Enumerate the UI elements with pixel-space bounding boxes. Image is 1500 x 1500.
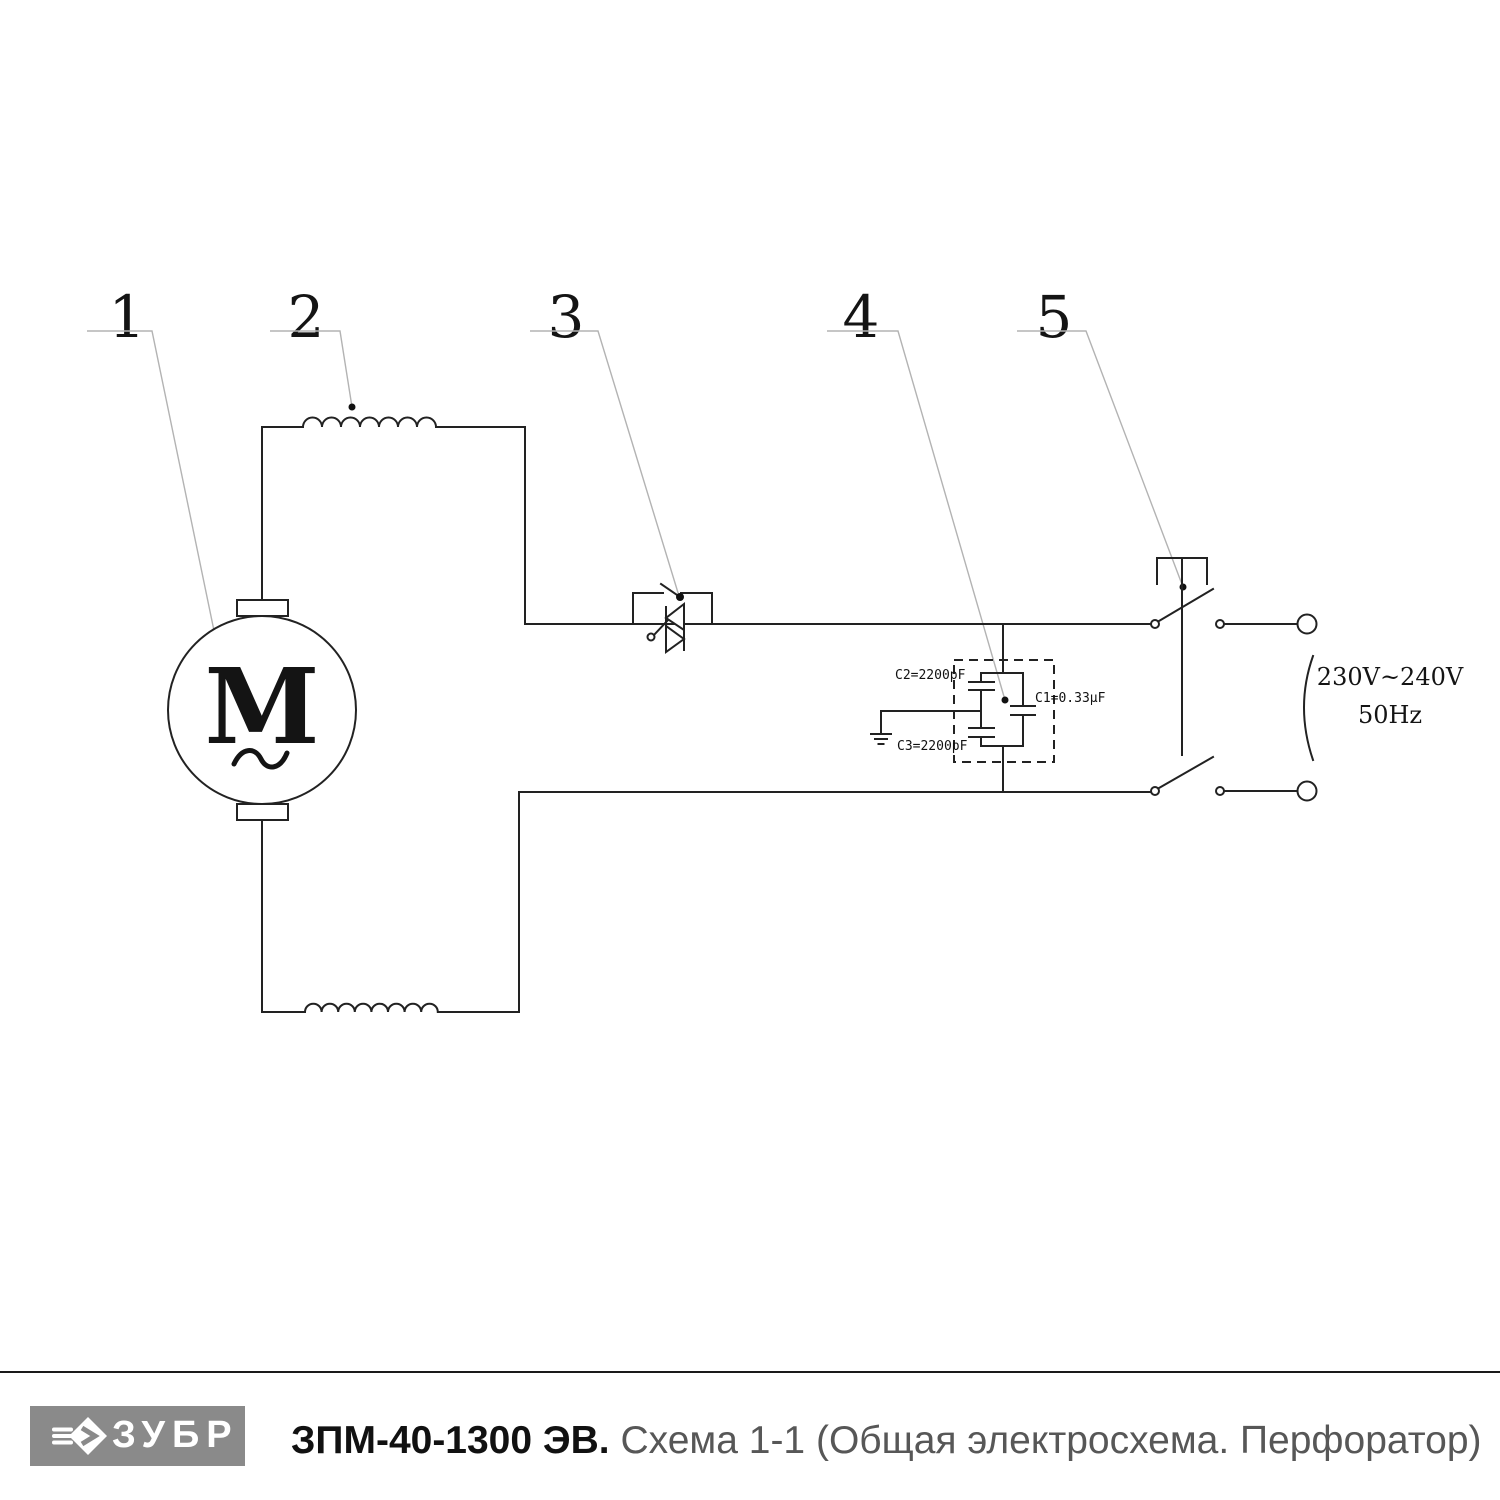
capacitor-network: C2=2200pF C1=0.33µF C3=2200pF (870, 623, 1106, 793)
callout-5: 5 (1017, 283, 1187, 591)
callout-1-number: 1 (109, 283, 146, 351)
triac (646, 601, 686, 654)
model-name: ЗПМ-40-1300 ЭВ. (291, 1419, 610, 1462)
voltage-label: 230V~240V (1317, 663, 1464, 691)
callout-5-number: 5 (1036, 283, 1073, 351)
brand-logo: ЗУБР (30, 1406, 245, 1466)
c3-label: C3=2200pF (897, 739, 968, 754)
c1-plates (1010, 705, 1036, 716)
callout-3-leader (530, 330, 680, 597)
motor-brush-bottom (236, 803, 289, 821)
c2-label: C2=2200pF (895, 668, 966, 683)
motor-letter: M (204, 645, 319, 768)
bypass-switch (632, 582, 713, 625)
switch-contact-bottom-right (1215, 786, 1225, 796)
callout-1-leader (87, 330, 219, 651)
callout-4-number: 4 (843, 283, 880, 351)
bypass-right-edge (680, 592, 713, 625)
callout-2-number: 2 (288, 283, 325, 351)
triac-gate-contact (646, 632, 656, 642)
coil-top-wire (261, 416, 526, 625)
switch-contact-bottom-left (1150, 786, 1160, 796)
triac-triangle-upper (664, 601, 685, 632)
circuit-diagram: 1 2 3 4 5 M (87, 283, 1464, 1013)
triac-gate-lead (651, 618, 670, 638)
footer-divider (0, 1371, 1500, 1373)
callout-5-leader (1017, 330, 1184, 588)
callout-1: 1 (87, 283, 222, 654)
caption: ЗПМ-40-1300 ЭВ. Схема 1-1 (Общая электро… (291, 1419, 1482, 1463)
earth-ground-icon (870, 733, 892, 745)
callout-3-dot (676, 593, 684, 601)
switch-blade-top (1157, 587, 1215, 623)
triac-triangle-lower (665, 624, 686, 654)
callout-2-leader (270, 330, 353, 408)
switch-contact-top-left (1150, 619, 1160, 629)
zubr-arrow-icon (52, 1417, 107, 1455)
schema-description: Схема 1-1 (Общая электросхема. Перфорато… (620, 1419, 1482, 1462)
callout-2: 2 (270, 283, 356, 411)
power-switch (1150, 557, 1298, 796)
switch-blade-bottom (1157, 755, 1215, 790)
ac-source-brace (1303, 654, 1315, 762)
callout-4-dot (1001, 696, 1009, 704)
callout-2-dot (348, 403, 356, 411)
brand-name: ЗУБР (112, 1413, 239, 1456)
frequency-label: 50Hz (1358, 701, 1422, 729)
callout-4-leader (827, 330, 1006, 701)
coil-bottom-wire (261, 791, 520, 1013)
motor-symbol: M (167, 599, 357, 821)
callout-3: 3 (530, 283, 680, 597)
switch-contact-top-right (1215, 619, 1225, 629)
ground-wire (880, 710, 982, 734)
c1-label: C1=0.33µF (1035, 691, 1106, 706)
motor-brush-top (236, 599, 289, 617)
field-coil-bottom (261, 791, 520, 1013)
callout-3-number: 3 (548, 283, 585, 351)
bypass-left-edge (632, 592, 664, 625)
terminal-bottom (1296, 780, 1318, 802)
terminal-top (1296, 613, 1318, 635)
power-terminals: 230V~240V 50Hz (1296, 613, 1464, 802)
motor-ac-tilde-icon (231, 748, 290, 770)
field-coil-top (261, 416, 526, 625)
callout-4: 4 (827, 283, 1009, 704)
c3-plates (968, 727, 995, 738)
c2-plates (968, 681, 995, 691)
